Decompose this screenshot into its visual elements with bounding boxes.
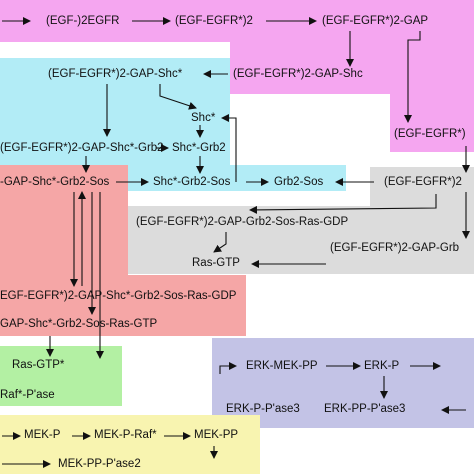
species-egf-egfr-2: (EGF-EGFR*)2 xyxy=(175,15,253,27)
species-egfr-2-right: (EGF-EGFR*)2 xyxy=(384,176,462,188)
species-shc-star: Shc* xyxy=(191,112,216,124)
species-gap-shc-grb2-sos-ras-gtp: GAP-Shc*-Grb2-Sos-Ras-GTP xyxy=(0,318,158,330)
arrow-back-to-shc xyxy=(221,114,237,182)
species-gap-shc-grb2-sos-ras-gdp: EGF-EGFR*)2-GAP-Shc*-Grb2-Sos-Ras-GDP xyxy=(0,290,237,302)
module-erk-purple xyxy=(212,338,474,428)
module-shc-cyan-lower xyxy=(128,165,346,191)
module-egfr-magenta xyxy=(0,0,474,42)
species-egf-egfr-2-gap: (EGF-EGFR*)2-GAP xyxy=(322,15,429,27)
species-shc-grb2-sos: Shc*-Grb2-Sos xyxy=(153,176,231,188)
species-mek-p-raf: MEK-P-Raf* xyxy=(94,429,157,441)
module-sos-red-lower xyxy=(0,275,246,336)
species-gap-shc-grb2-sos: -GAP-Shc*-Grb2-Sos xyxy=(0,176,110,188)
species-ras-gtp: Ras-GTP xyxy=(192,257,240,269)
species-ras-gtp-star: Ras-GTP* xyxy=(12,359,65,371)
species-gap-grb: (EGF-EGFR*)2-GAP-Grb xyxy=(330,242,460,254)
module-egfr-magenta-corner xyxy=(390,94,474,152)
species-erk-mek-pp: ERK-MEK-PP xyxy=(246,360,318,372)
species-mek-pp: MEK-PP xyxy=(194,429,239,441)
species-erk-p: ERK-P xyxy=(364,360,400,372)
species-egf-2egfr: (EGF-)2EGFR xyxy=(46,15,120,27)
module-sos-red xyxy=(0,165,128,275)
arrow-to-grb2-sos-ras-gdp xyxy=(249,194,437,214)
species-erk-pp-pase3: ERK-PP-P'ase3 xyxy=(324,403,406,415)
species-mek-pp-pase2: MEK-PP-P'ase2 xyxy=(58,458,141,470)
module-egfr-magenta-right xyxy=(230,42,474,94)
species-gap-shc-grb2: (EGF-EGFR*)2-GAP-Shc*-Grb2 xyxy=(0,142,164,154)
arrow-into-erk-mek-pp xyxy=(219,362,237,374)
arrow-gap-to-right xyxy=(404,31,421,123)
arrow-shc-release xyxy=(159,84,197,110)
species-erk-p-pase3: ERK-P-P'ase3 xyxy=(226,403,300,415)
module-shc-cyan xyxy=(0,58,230,165)
species-gap-shc-star: (EGF-EGFR*)2-GAP-Shc* xyxy=(48,68,183,80)
species-egfr-right: (EGF-EGFR*) xyxy=(394,128,466,140)
species-shc-grb2: Shc*-Grb2 xyxy=(172,142,226,154)
species-grb2-sos: Grb2-Sos xyxy=(274,176,324,188)
species-mek-p: MEK-P xyxy=(24,429,61,441)
species-raf-pase: Raf*-P'ase xyxy=(0,389,55,401)
species-gap-grb2-sos-ras-gdp: (EGF-EGFR*)2-GAP-Grb2-Sos-Ras-GDP xyxy=(136,216,349,228)
species-gap-shc: (EGF-EGFR*)2-GAP-Shc xyxy=(233,68,363,80)
module-ras-gray xyxy=(128,206,474,274)
arrow-ras-gdp-to-gtp xyxy=(213,232,227,253)
module-ras-gray-right xyxy=(370,167,474,206)
